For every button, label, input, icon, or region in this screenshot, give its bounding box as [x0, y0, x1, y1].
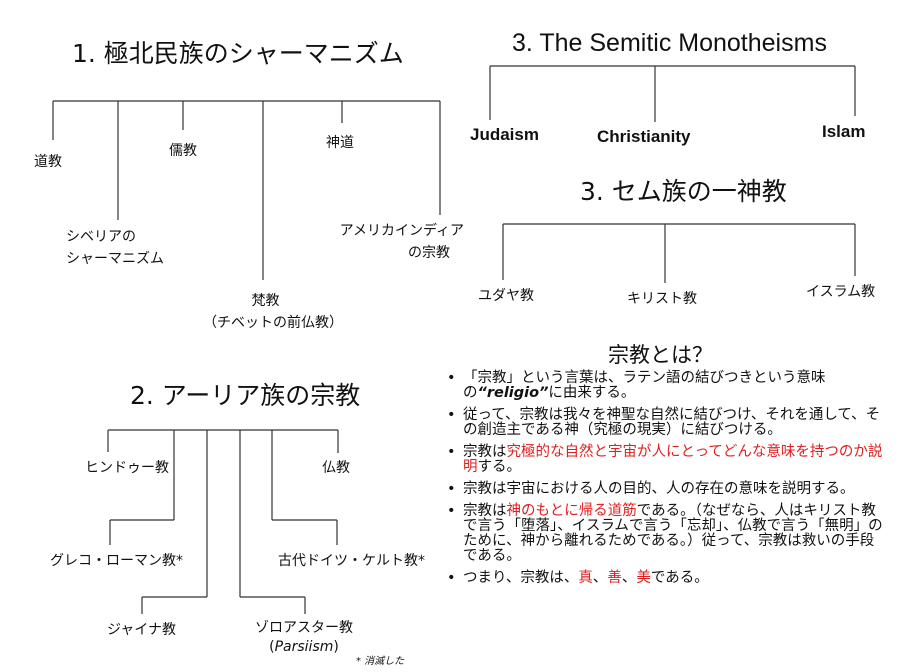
- tree2-title: 2. アーリア族の宗教: [130, 381, 361, 410]
- siberian-shamanism-label: シベリアの シャーマニズム: [66, 226, 164, 268]
- parsiism-text: Parsiism: [274, 639, 334, 655]
- bullet-text-run: である。: [650, 570, 709, 586]
- islam-label: Islam: [822, 122, 866, 141]
- bullet-text-run: 、: [592, 570, 608, 586]
- native-american-line2: の宗教: [408, 245, 450, 261]
- native-american-label: アメリカインディア の宗教: [320, 220, 464, 262]
- islam-jp-label: イスラム教: [806, 284, 876, 300]
- bullet-text-run: 宗教は: [463, 444, 507, 460]
- bullet-text-run: 美: [636, 570, 651, 586]
- siberian-line1: シベリアの: [66, 229, 136, 245]
- religion-bullet: 宗教は神のもとに帰る道筋である。（なぜなら、人はキリスト教で言う「堕落」、イスラ…: [445, 504, 885, 564]
- siberian-line2: シャーマニズム: [66, 251, 164, 267]
- greco-roman-label: グレコ・ローマン教*: [50, 553, 183, 569]
- bullet-text-run: 究極的な自然と宇宙が人にとってどんな意味を持つのか説明: [463, 444, 883, 475]
- religion-bullet: 宗教は宇宙における人の目的、人の存在の意味を説明する。: [445, 481, 885, 498]
- judaism-jp-label: ユダヤ教: [478, 288, 534, 304]
- bullet-text-run: つまり、宗教は、: [463, 570, 579, 586]
- german-celtic-label: 古代ドイツ・ケルト教*: [278, 553, 425, 569]
- parsiism-close: ): [333, 639, 339, 655]
- bullet-text-run: “religio”: [477, 385, 549, 401]
- religion-bullet: 従って、宗教は我々を神聖な自然に結びつけ、それを通して、その創造主である神（究極…: [445, 408, 885, 438]
- christianity-jp-label: キリスト教: [627, 291, 697, 307]
- bon-line1: 梵教: [251, 293, 280, 309]
- zoroastrian-label: ゾロアスター教 (Parsiism): [245, 617, 363, 655]
- buddhism-label: 仏教: [322, 460, 350, 476]
- bullet-text-run: である。（なぜなら、人はキリスト教で言う「堕落」、イスラムで言う「忘却」、仏教で…: [463, 503, 883, 564]
- religion-bullet-list: 「宗教」という言葉は、ラテン語の結びつきという意味の“religio”に由来する…: [445, 371, 885, 593]
- zoroastrian-line1: ゾロアスター教: [255, 620, 353, 636]
- bon-line2: （チベットの前仏教）: [203, 315, 343, 331]
- bullet-text-run: 「宗教」という言葉は、ラテン語の結びつきという意味の: [463, 370, 826, 401]
- confucianism-label: 儒教: [169, 143, 197, 159]
- bullet-text-run: 宗教は: [463, 503, 507, 519]
- bullet-text-run: に由来する。: [548, 385, 636, 401]
- native-american-line1: アメリカインディア: [339, 223, 464, 239]
- footnote-extinct: * 消滅した: [356, 656, 405, 667]
- religion-bullet: つまり、宗教は、真、善、美である。: [445, 570, 885, 587]
- tree3-en-title: 3. The Semitic Monotheisms: [512, 29, 827, 57]
- hinduism-label: ヒンドゥー教: [85, 460, 169, 476]
- judaism-label: Judaism: [470, 125, 539, 144]
- bullet-text-run: 善: [607, 570, 622, 586]
- religion-bullet: 「宗教」という言葉は、ラテン語の結びつきという意味の“religio”に由来する…: [445, 371, 885, 401]
- taoism-label: 道教: [34, 154, 62, 170]
- bullet-text-run: 神のもとに帰る道筋: [506, 503, 637, 519]
- parsiism-line: (Parsiism): [245, 639, 363, 655]
- religion-title: 宗教とは？: [608, 343, 713, 367]
- bullet-text-run: 宗教は宇宙における人の目的、人の存在の意味を説明する。: [463, 481, 855, 497]
- bon-label: 梵教 （チベットの前仏教）: [203, 290, 343, 332]
- shinto-label: 神道: [326, 135, 354, 151]
- bullet-text-run: 、: [621, 570, 637, 586]
- bullet-text-run: 真: [578, 570, 593, 586]
- tree1-title: 1. 極北民族のシャーマニズム: [72, 39, 404, 68]
- christianity-label: Christianity: [597, 127, 691, 146]
- religion-bullet: 宗教は究極的な自然と宇宙が人にとってどんな意味を持つのか説明する。: [445, 445, 885, 475]
- bullet-text-run: 従って、宗教は我々を神聖な自然に結びつけ、それを通して、その創造主である神（究極…: [463, 407, 881, 438]
- parsiism-open: (: [269, 639, 275, 655]
- jainism-label: ジャイナ教: [107, 622, 177, 638]
- tree3-jp-title: 3. セム族の一神教: [580, 177, 787, 206]
- bullet-text-run: する。: [477, 459, 522, 475]
